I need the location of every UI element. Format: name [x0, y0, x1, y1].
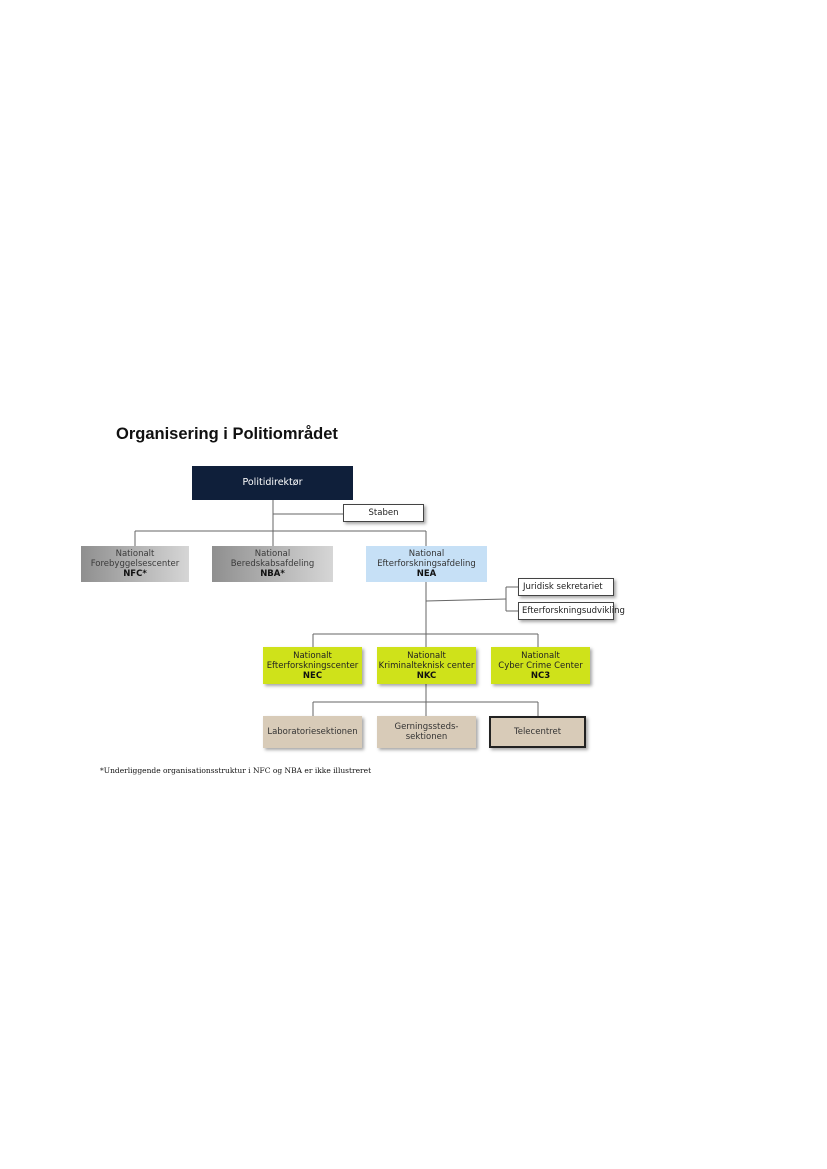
node-label: Staben	[368, 508, 399, 518]
node-line1: Nationalt	[115, 549, 155, 559]
node-politidirektor: Politidirektør	[192, 466, 353, 500]
diagram-title: Organisering i Politiområdet	[116, 425, 338, 443]
node-line2: Efterforskningscenter	[266, 660, 359, 671]
node-label: Efterforskningsudvikling	[522, 606, 625, 616]
node-nkc: Nationalt Kriminalteknisk center NKC	[377, 647, 476, 684]
node-abbr: NBA*	[260, 569, 285, 579]
node-laboratoriesektionen: Laboratoriesektionen	[263, 716, 362, 748]
node-nec: Nationalt Efterforskningscenter NEC	[263, 647, 362, 684]
node-nfc: Nationalt Forebyggelsescenter NFC*	[81, 546, 189, 582]
node-line1: Nationalt	[407, 650, 446, 661]
node-line2: Kriminalteknisk center	[378, 660, 475, 671]
node-nc3: Nationalt Cyber Crime Center NC3	[491, 647, 590, 684]
node-efterforskningsudvikling: Efterforskningsudvikling	[518, 602, 625, 620]
node-staben: Staben	[343, 504, 424, 522]
node-label: Laboratoriesektionen	[267, 727, 358, 737]
footnote: *Underliggende organisationsstruktur i N…	[100, 766, 372, 775]
node-line2: Beredskabsafdeling	[230, 559, 315, 569]
node-line1: Gerningssteds-	[394, 722, 459, 732]
node-abbr: NEA	[416, 569, 437, 579]
node-line2: sektionen	[405, 732, 448, 742]
node-telecentret: Telecentret	[489, 716, 586, 748]
node-abbr: NC3	[530, 670, 551, 681]
node-line1: Nationalt	[293, 650, 332, 661]
node-abbr: NFC*	[123, 569, 147, 579]
node-label: Telecentret	[513, 727, 562, 737]
node-line2: Cyber Crime Center	[498, 660, 583, 671]
node-line2: Forebyggelsescenter	[90, 559, 180, 569]
node-juridisk-sekretariet: Juridisk sekretariet	[518, 578, 614, 596]
node-abbr: NKC	[416, 670, 437, 681]
node-abbr: NEC	[302, 670, 323, 681]
node-nea: National Efterforskningsafdeling NEA	[366, 546, 487, 582]
node-gerningsstedssektionen: Gerningssteds- sektionen	[377, 716, 476, 748]
node-line1: National	[254, 549, 291, 559]
node-label: Juridisk sekretariet	[523, 582, 603, 592]
node-line1: National	[408, 549, 445, 559]
node-line1: Nationalt	[521, 650, 560, 661]
node-label: Politidirektør	[242, 477, 303, 488]
node-line2: Efterforskningsafdeling	[377, 559, 476, 569]
node-nba: National Beredskabsafdeling NBA*	[212, 546, 333, 582]
